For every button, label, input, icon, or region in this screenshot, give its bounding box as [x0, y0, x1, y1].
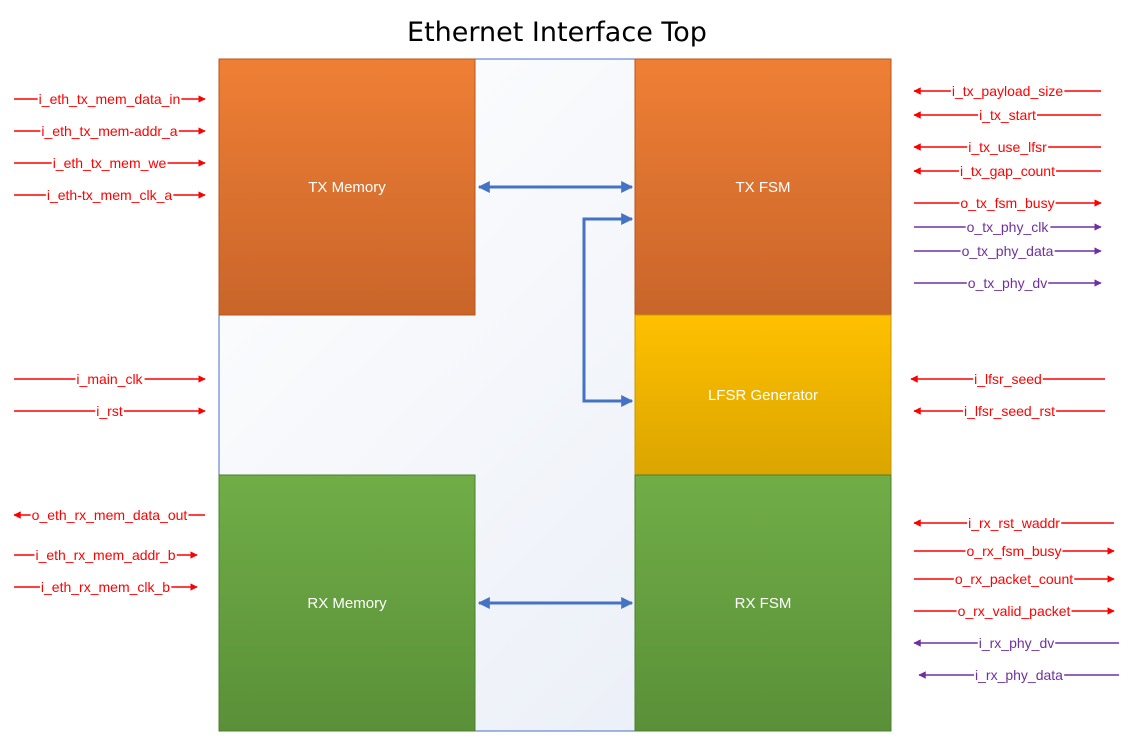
right-signal-label-bg	[962, 403, 1057, 419]
right-signal-label: o_tx_phy_data	[962, 243, 1054, 259]
right-signal-label: i_rx_phy_dv	[979, 635, 1055, 651]
right-signal-group: i_tx_payload_size i_tx_start i_tx_use_lfsr…	[910, 83, 1119, 683]
left-signal-group: i_eth_tx_mem_data_in i_eth_tx_mem-addr_ai…	[13, 91, 206, 595]
left-signal-i_eth_rx_mem_clk_b: i_eth_rx_mem_clk_b	[14, 579, 198, 595]
right-signal-o_rx_fsm_busy: o_rx_fsm_busy	[914, 543, 1115, 559]
right-signal-o_tx_phy_data: o_tx_phy_data	[914, 243, 1102, 259]
left-signal-label-bg	[75, 371, 145, 387]
right-signal-o_rx_packet_count: o_rx_packet_count	[914, 571, 1115, 587]
right-signal-label: i_lfsr_seed	[974, 371, 1042, 387]
tx-memory-label: TX Memory	[308, 179, 386, 196]
diagram-title: Ethernet Interface Top	[407, 17, 707, 48]
right-signal-o_tx_fsm_busy: o_tx_fsm_busy	[914, 195, 1102, 211]
right-signal-label: i_tx_use_lfsr	[968, 139, 1047, 155]
left-signal-i_rst: i_rst	[14, 403, 206, 419]
right-signal-i_tx_payload_size: i_tx_payload_size	[913, 83, 1101, 99]
right-signal-label-bg	[959, 163, 1057, 179]
left-signal-i_eth_tx_mem_we: i_eth_tx_mem_we	[14, 155, 206, 171]
rx-fsm-label: RX FSM	[735, 595, 792, 612]
left-signal-label-bg	[45, 187, 174, 203]
right-signal-label: i_tx_start	[979, 107, 1036, 123]
right-signal-i_rx_phy_data: i_rx_phy_data	[918, 667, 1119, 683]
right-signal-o_tx_phy_clk: o_tx_phy_clk	[914, 219, 1102, 235]
right-signal-label: o_rx_fsm_busy	[967, 543, 1062, 559]
right-signal-label-bg	[950, 83, 1065, 99]
rx-fsm-block: RX FSM	[634, 474, 892, 732]
right-signal-i_tx_start: i_tx_start	[913, 107, 1101, 123]
right-signal-i_lfsr_seed_rst: i_lfsr_seed_rst	[913, 403, 1105, 419]
rx-memory-block: RX Memory	[218, 474, 476, 732]
right-signal-i_rx_phy_dv: i_rx_phy_dv	[913, 635, 1119, 651]
right-signal-label: o_rx_packet_count	[955, 571, 1073, 587]
lfsr-generator-block: LFSR Generator	[634, 314, 892, 476]
right-signal-i_tx_gap_count: i_tx_gap_count	[913, 163, 1101, 179]
right-signal-label-bg	[967, 515, 1062, 531]
right-signal-label: i_lfsr_seed_rst	[964, 403, 1055, 419]
left-signal-label-bg	[95, 403, 124, 419]
right-signal-label-bg	[960, 243, 1055, 259]
tx-fsm-label: TX FSM	[736, 179, 791, 196]
right-signal-label: o_rx_valid_packet	[958, 603, 1071, 619]
left-signal-label: i_eth_tx_mem_we	[53, 155, 167, 171]
left-signal-o_eth_rx_mem_data_out: o_eth_rx_mem_data_out	[13, 507, 205, 523]
left-signal-i_eth-tx_mem_clk_a: i_eth-tx_mem_clk_a	[14, 187, 206, 203]
right-signal-label-bg	[965, 219, 1051, 235]
right-signal-label: i_tx_gap_count	[960, 163, 1055, 179]
left-signal-label: i_eth_tx_mem-addr_a	[41, 123, 177, 139]
left-signal-label: i_main_clk	[76, 371, 143, 387]
lfsr-generator-label: LFSR Generator	[708, 387, 818, 404]
right-signal-label: i_rx_rst_waddr	[968, 515, 1060, 531]
right-signal-label: i_rx_phy_data	[975, 667, 1063, 683]
right-signal-label: i_tx_payload_size	[952, 83, 1064, 99]
tx-fsm-block: TX FSM	[634, 58, 892, 316]
right-signal-label-bg	[974, 667, 1065, 683]
left-signal-label: i_rst	[96, 403, 123, 419]
left-signal-label-bg	[30, 507, 189, 523]
left-signal-label: i_eth_tx_mem_data_in	[39, 91, 181, 107]
left-signal-label-bg	[51, 155, 168, 171]
right-signal-label-bg	[953, 571, 1075, 587]
right-signal-label-bg	[978, 107, 1038, 123]
left-signal-i_eth_tx_mem_data_in: i_eth_tx_mem_data_in	[14, 91, 206, 107]
right-signal-i_rx_rst_waddr: i_rx_rst_waddr	[913, 515, 1114, 531]
tx-fsm-lfsr-bus	[582, 213, 634, 407]
right-signal-label-bg	[966, 275, 1049, 291]
left-signal-i_eth_rx_mem_addr_b: i_eth_rx_mem_addr_b	[14, 547, 198, 563]
right-signal-label-bg	[959, 195, 1056, 211]
left-signal-label: o_eth_rx_mem_data_out	[32, 507, 188, 523]
rx-memory-label: RX Memory	[307, 595, 387, 612]
right-signal-label: o_tx_phy_clk	[967, 219, 1050, 235]
right-signal-label: o_tx_phy_dv	[968, 275, 1047, 291]
right-signal-label-bg	[956, 603, 1072, 619]
right-signal-label-bg	[967, 139, 1049, 155]
tx-memory-block: TX Memory	[218, 58, 476, 316]
left-signal-label: i_eth_rx_mem_addr_b	[35, 547, 175, 563]
left-signal-i_eth_tx_mem-addr_a: i_eth_tx_mem-addr_a	[14, 123, 206, 139]
right-signal-label-bg	[973, 371, 1043, 387]
right-signal-o_rx_valid_packet: o_rx_valid_packet	[914, 603, 1115, 619]
right-signal-i_lfsr_seed: i_lfsr_seed	[910, 371, 1105, 387]
left-signal-label-bg	[40, 123, 179, 139]
left-signal-label-bg	[34, 547, 177, 563]
right-signal-label: o_tx_fsm_busy	[960, 195, 1054, 211]
left-signal-label: i_eth_rx_mem_clk_b	[41, 579, 170, 595]
left-signal-label-bg	[37, 91, 182, 107]
left-signal-label-bg	[39, 579, 172, 595]
right-signal-i_tx_use_lfsr: i_tx_use_lfsr	[913, 139, 1101, 155]
right-signal-o_tx_phy_dv: o_tx_phy_dv	[914, 275, 1102, 291]
right-signal-label-bg	[977, 635, 1056, 651]
left-signal-i_main_clk: i_main_clk	[14, 371, 206, 387]
left-signal-label: i_eth-tx_mem_clk_a	[47, 187, 172, 203]
right-signal-label-bg	[965, 543, 1063, 559]
